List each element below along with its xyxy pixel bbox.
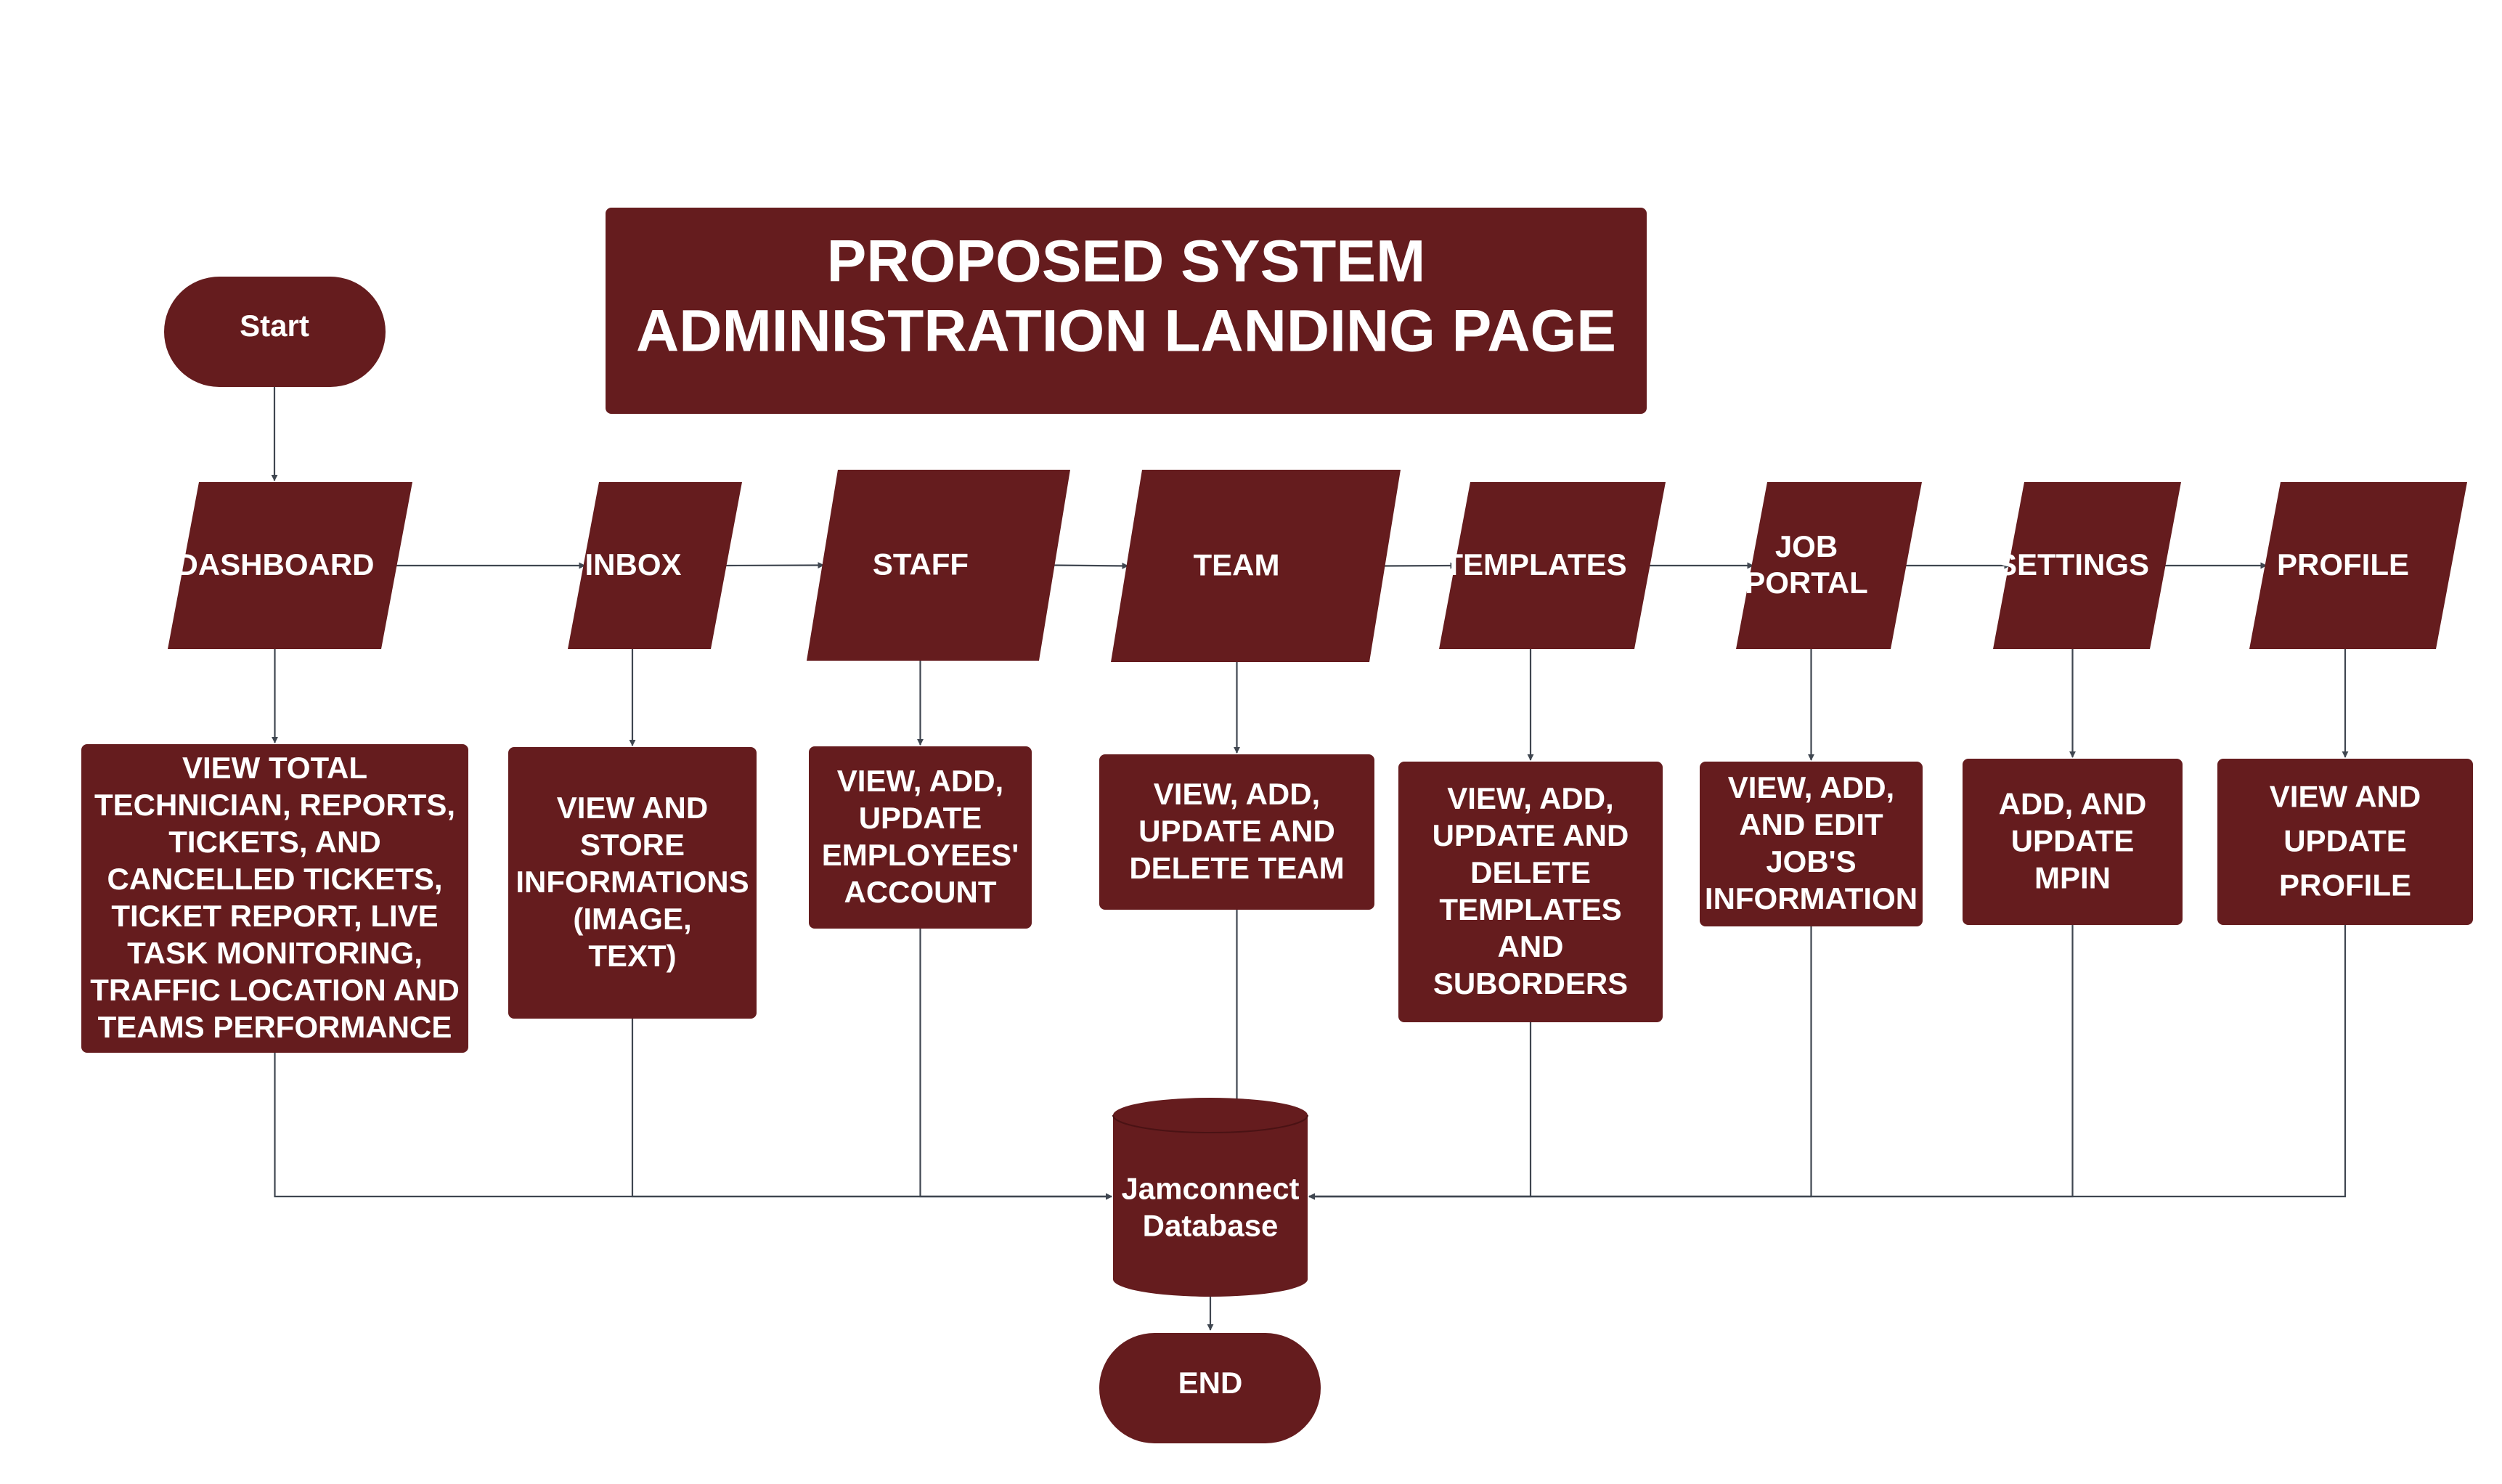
staff-process-box [809, 746, 1032, 929]
team-label: TEAM [1194, 548, 1280, 582]
database-top-rim [1112, 1114, 1308, 1133]
start-shape [164, 277, 386, 387]
templates-process-text: AND [1498, 929, 1564, 963]
staff-label: STAFF [873, 547, 969, 582]
job-portal-process-text: AND EDIT [1739, 807, 1883, 841]
team-process-box [1099, 754, 1374, 910]
dashboard-process-text: TEAMS PERFORMANCE [98, 1010, 452, 1044]
title-text: PROPOSED SYSTEM [827, 229, 1426, 295]
staff-process-text: VIEW, ADD, [837, 764, 1003, 798]
settings-process-text: MPIN [2034, 861, 2111, 895]
database-body [1113, 1098, 1308, 1297]
module-inbox: INBOX VIEW ANDSTOREINFORMATIONS(IMAGE,TEX… [508, 482, 757, 1019]
templates-process-text: SUBORDERS [1433, 966, 1628, 1000]
settings-process-box [1963, 759, 2183, 925]
inbox-process-text: VIEW AND [557, 791, 708, 825]
templates-process-text: TEMPLATES [1439, 892, 1621, 926]
dashboard-process-text: CANCELLED TICKETS, [107, 862, 443, 896]
profile-process-box [2217, 759, 2473, 925]
title-box [606, 208, 1647, 414]
settings-process-text: ADD, AND [1999, 787, 2147, 821]
end-terminal: END [1099, 1333, 1321, 1443]
dashboard-process-text: TICKETS, AND [168, 825, 380, 859]
templates-process-box [1398, 762, 1663, 1022]
inbox-process-text: (IMAGE, [573, 902, 691, 936]
job-portal-process-text: INFORMATION [1705, 881, 1918, 916]
templates-process-text: DELETE [1470, 855, 1591, 889]
connectors [271, 387, 2349, 1331]
database-label: Jamconnect [1121, 1172, 1299, 1206]
profile-process-text: UPDATE [2283, 824, 2407, 858]
settings-io-shape [1993, 482, 2181, 649]
job-portal-label: PORTAL [1745, 566, 1868, 600]
dashboard-label: DASHBOARD [176, 547, 375, 582]
templates-process-text: VIEW, ADD, [1447, 781, 1613, 815]
staff-to-database-connector [919, 929, 1112, 1200]
team-io-shape [1111, 470, 1401, 662]
team-process-text: UPDATE AND [1138, 814, 1335, 848]
inbox-process-text: TEXT) [588, 939, 676, 973]
job-portal-process-box [1700, 762, 1923, 926]
start-label: Start [240, 309, 309, 343]
dashboard-to-database-connector [274, 1053, 1112, 1200]
dashboard-process-text: TASK MONITORING, [127, 936, 423, 970]
templates-label: TEMPLATES [1444, 547, 1626, 582]
dashboard-process-text: TICKET REPORT, LIVE [111, 899, 438, 933]
profile-io-shape [2249, 482, 2467, 649]
profile-process-text: VIEW AND [2270, 780, 2421, 814]
job-portal-label: JOB [1775, 529, 1838, 563]
profile-process-text: PROFILE [2279, 868, 2411, 902]
end-label: END [1178, 1366, 1243, 1400]
dashboard-io-shape [168, 482, 412, 649]
staff-process-text: ACCOUNT [844, 875, 997, 909]
job-portal-io-shape [1736, 482, 1922, 649]
inbox-process-box [508, 747, 757, 1019]
end-shape [1099, 1333, 1321, 1443]
inbox-to-database-connector [631, 1019, 1112, 1200]
inbox-process-text: INFORMATIONS [516, 865, 749, 899]
module-profile: PROFILE VIEW AND UPDATE PROFILE [2217, 482, 2473, 925]
database-label: Database [1143, 1209, 1279, 1243]
team-process-text: DELETE TEAM [1129, 851, 1344, 885]
profile-to-database-connector [1308, 925, 2347, 1200]
inbox-label: INBOX [584, 547, 681, 582]
inbox-io-shape [568, 482, 742, 649]
staff-process-text: UPDATE [859, 801, 982, 835]
dashboard-process-text: TRAFFIC LOCATION AND [90, 973, 460, 1007]
settings-process-text: UPDATE [2011, 824, 2135, 858]
job-portal-process-text: VIEW, ADD, [1728, 770, 1894, 804]
title-text: ADMINISTRATION LANDING PAGE [636, 298, 1616, 364]
dashboard-process-text: VIEW TOTAL [182, 751, 367, 785]
templates-process-text: UPDATE AND [1433, 818, 1629, 852]
team-process-text: VIEW, ADD, [1154, 777, 1320, 811]
inbox-process-text: STORE [580, 828, 685, 862]
dashboard-process-box [81, 744, 468, 1053]
settings-label: SETTINGS [1997, 547, 2149, 582]
job-portal-process-text: JOB'S [1766, 844, 1856, 878]
staff-process-text: EMPLOYEES' [822, 838, 1019, 872]
staff-io-shape [807, 470, 1070, 661]
dashboard-process-text: TECHNICIAN, REPORTS, [94, 788, 455, 822]
templates-io-shape [1439, 482, 1666, 649]
profile-label: PROFILE [2277, 547, 2409, 582]
start-terminal: Start [164, 277, 386, 387]
templates-to-database-connector [1308, 1022, 1532, 1200]
